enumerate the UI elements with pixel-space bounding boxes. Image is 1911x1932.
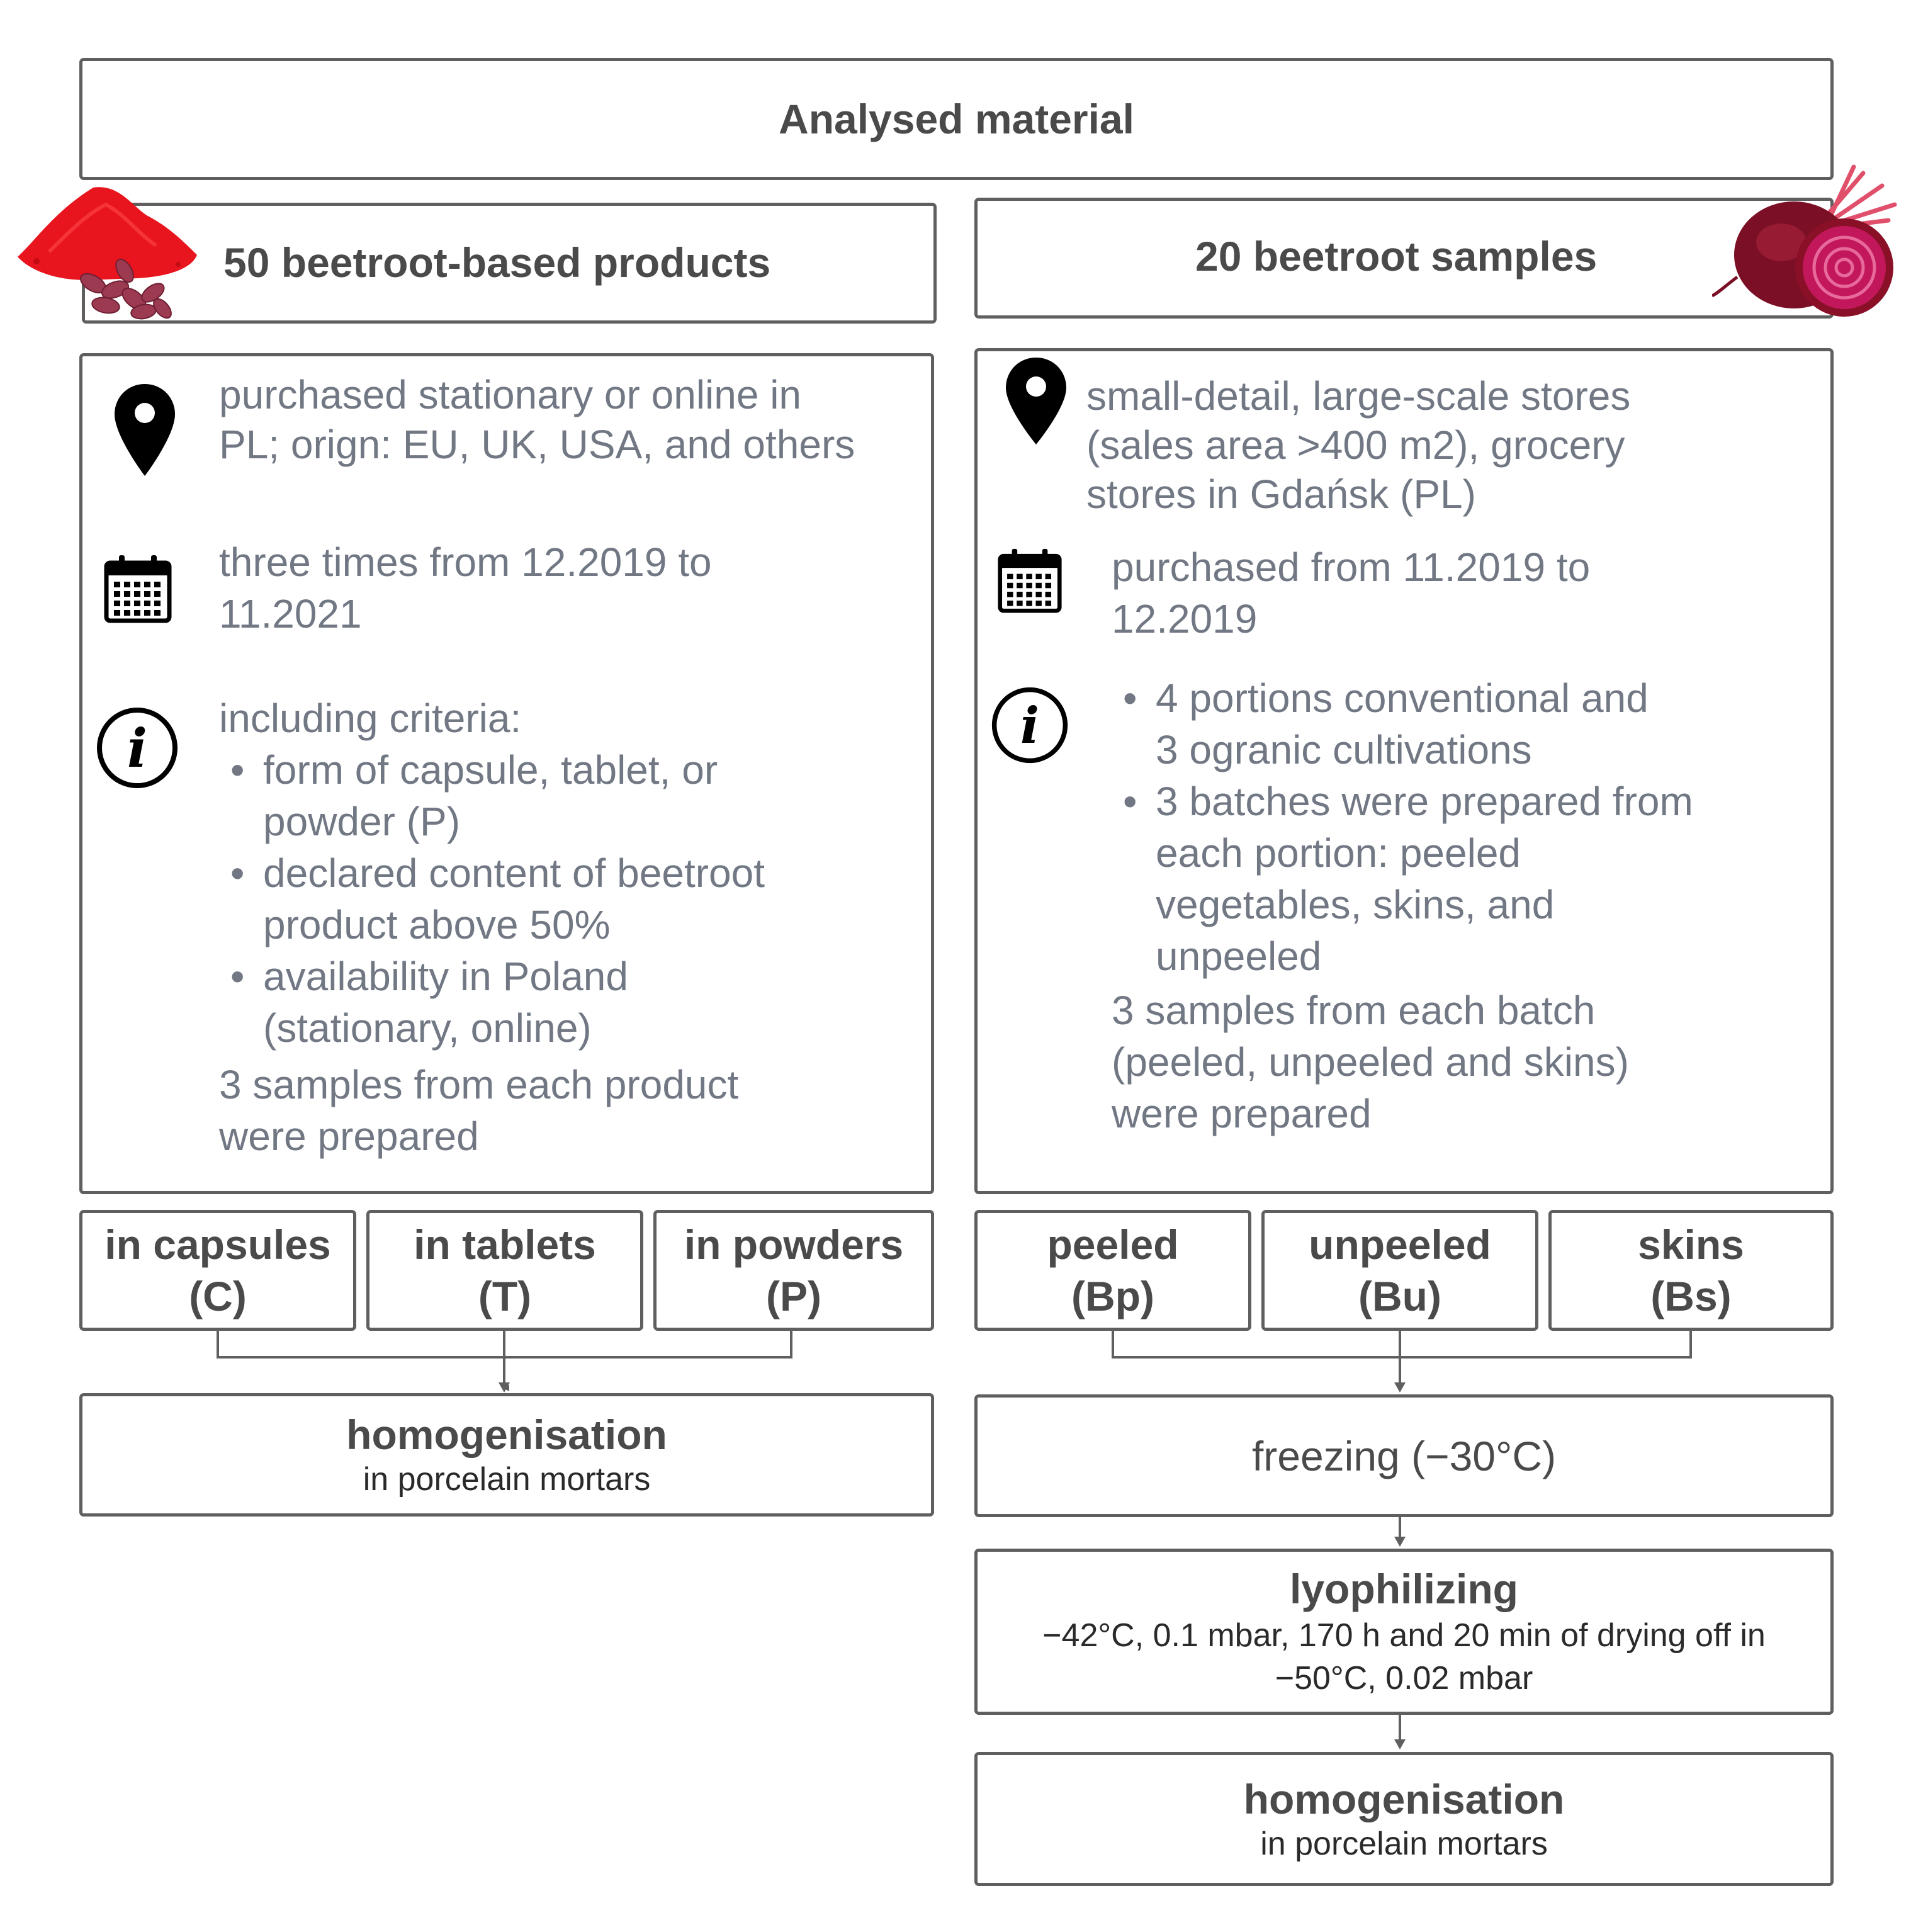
homogenisation-sub: in porcelain mortars — [1260, 1825, 1548, 1862]
right-date-line-1: purchased from 11.2019 to — [1112, 545, 1591, 590]
right-location-line-1: small-detail, large-scale stores — [1086, 373, 1631, 419]
homogenisation-title: homogenisation — [1243, 1775, 1565, 1822]
form-code: (T) — [478, 1273, 532, 1319]
form-label: in powders — [684, 1221, 904, 1268]
right-header: 20 beetroot samples — [1195, 233, 1598, 280]
left-outro-line-2: were prepared — [219, 1114, 479, 1159]
form-code: (Bp) — [1071, 1273, 1154, 1319]
form-box-skins: skins (Bs) — [1548, 1210, 1834, 1331]
form-box-powders: in powders (P) — [653, 1210, 934, 1331]
location-pin-icon — [1005, 356, 1068, 449]
form-label: skins — [1638, 1221, 1744, 1268]
left-bullet-3: availability in Poland(stationary, onlin… — [219, 951, 765, 1054]
calendar-icon — [104, 554, 172, 626]
right-homogenisation-box: homogenisation in porcelain mortars — [974, 1752, 1834, 1886]
right-header-box: 20 beetroot samples — [974, 198, 1834, 319]
lyophilizing-box: lyophilizing −42°C, 0.1 mbar, 170 h and … — [974, 1549, 1834, 1715]
info-icon: i — [991, 686, 1069, 767]
left-info-intro: including criteria: — [219, 696, 522, 741]
info-icon: i — [96, 706, 179, 793]
title-box: Analysed material — [79, 58, 1834, 180]
title: Analysed material — [779, 96, 1134, 142]
form-code: (Bu) — [1358, 1273, 1441, 1319]
homogenisation-title: homogenisation — [346, 1411, 667, 1458]
lyophilizing-title: lyophilizing — [1290, 1566, 1518, 1612]
right-date-line-2: 12.2019 — [1112, 596, 1258, 641]
form-box-tablets: in tablets (T) — [366, 1210, 643, 1331]
form-code: (C) — [189, 1273, 247, 1319]
form-box-unpeeled: unpeeled (Bu) — [1261, 1210, 1538, 1331]
homogenisation-sub: in porcelain mortars — [363, 1461, 651, 1498]
right-outro-line-2: (peeled, unpeeled and skins) — [1112, 1039, 1629, 1085]
form-code: (Bs) — [1650, 1273, 1732, 1319]
left-location-line-2: PL; orign: EU, UK, USA, and others — [219, 422, 855, 467]
freezing-box: freezing (−30°C) — [974, 1394, 1834, 1517]
form-label: unpeeled — [1309, 1221, 1491, 1268]
location-pin-icon — [113, 383, 176, 480]
calendar-icon — [997, 548, 1063, 616]
form-box-capsules: in capsules (C) — [79, 1210, 356, 1331]
left-date-line-1: three times from 12.2019 to — [219, 539, 712, 585]
right-location-line-3: stores in Gdańsk (PL) — [1086, 472, 1476, 517]
left-date-line-2: 11.2021 — [219, 591, 362, 636]
svg-text:i: i — [127, 717, 147, 779]
left-homogenisation-box: homogenisation in porcelain mortars — [79, 1393, 934, 1517]
beetroot-image — [1711, 161, 1901, 324]
left-outro-line-1: 3 samples from each product — [219, 1062, 739, 1107]
left-header: 50 beetroot-based products — [223, 239, 771, 286]
lyophilizing-line-2: −50°C, 0.02 mbar — [1275, 1660, 1533, 1697]
left-header-box: 50 beetroot-based products — [82, 203, 937, 324]
right-location-line-2: (sales area >400 m2), grocery — [1086, 422, 1625, 468]
form-label: peeled — [1047, 1221, 1179, 1268]
form-label: in tablets — [414, 1221, 596, 1268]
right-outro-line-1: 3 samples from each batch — [1112, 988, 1596, 1033]
svg-text:i: i — [1020, 696, 1039, 755]
form-code: (P) — [766, 1273, 821, 1319]
form-label: in capsules — [104, 1221, 331, 1268]
right-outro-line-3: were prepared — [1112, 1091, 1372, 1136]
powder-image — [11, 176, 200, 321]
freezing-label: freezing (−30°C) — [1251, 1432, 1557, 1479]
lyophilizing-line-1: −42°C, 0.1 mbar, 170 h and 20 min of dry… — [1042, 1617, 1766, 1654]
form-box-peeled: peeled (Bp) — [974, 1210, 1251, 1331]
left-location-line-1: purchased stationary or online in — [219, 372, 801, 417]
